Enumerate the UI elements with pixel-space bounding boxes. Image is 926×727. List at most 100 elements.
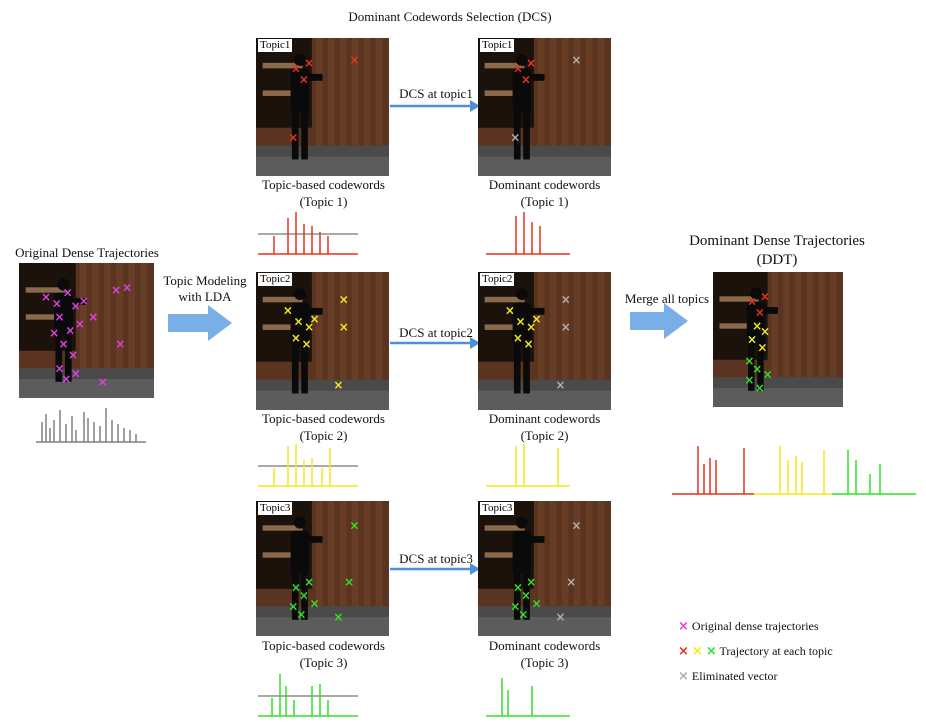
svg-text:×: × [98,375,108,389]
svg-text:×: × [49,326,59,340]
topic1-panel: ××××× Topic1 [256,38,389,176]
ddt-title-line1: Dominant Dense Trajectories [689,233,865,249]
lda-label: Topic Modeling with LDA [155,273,255,305]
svg-text:×: × [521,72,531,86]
svg-text:×: × [524,337,534,351]
ddt-histogram [672,446,916,495]
topic3-dominant-sub: (Topic 3) [520,655,569,670]
legend-red-marker-icon: × [678,644,689,659]
topic2-codewords-title: Topic-based codewords [262,411,385,426]
svg-text:×: × [54,361,64,375]
svg-text:×: × [296,607,306,621]
original-histogram [36,408,146,443]
topic1-dominant-sub: (Topic 1) [520,194,569,209]
dcs3-label: DCS at topic3 [399,551,473,566]
dcs1-arrow [390,100,480,112]
topic2-panel: ××××××××× Topic2 [256,272,389,410]
lda-arrow [168,305,232,341]
topic2-codewords-histogram [258,444,358,487]
svg-text:×: × [291,61,301,75]
svg-text:×: × [555,610,565,624]
svg-text:×: × [752,362,762,376]
svg-text:×: × [309,312,319,326]
svg-text:×: × [115,337,125,351]
svg-text:×: × [561,320,571,334]
svg-text:×: × [299,72,309,86]
svg-text:×: × [304,56,314,70]
legend-topic: × × × Trajectory at each topic [678,643,833,660]
topic3-dominant-label: Dominant codewords (Topic 3) [462,637,627,671]
topic3-dominant-histogram [486,678,570,717]
svg-text:×: × [510,599,520,613]
merge-arrow [630,303,688,339]
topic2-dominant-panel: ××××××××× Topic2 [478,272,611,410]
svg-text:×: × [521,589,531,603]
svg-text:×: × [349,518,359,532]
svg-text:×: × [526,320,536,334]
svg-text:×: × [71,367,81,381]
svg-text:×: × [513,331,523,345]
svg-text:×: × [283,304,293,318]
svg-text:×: × [339,293,349,307]
topic1-codewords-title: Topic-based codewords [262,177,385,192]
svg-text:×: × [744,373,754,387]
lda-label-line1: Topic Modeling [163,273,247,288]
topic2-dominant-title: Dominant codewords [488,411,601,426]
topic2-dominant-label: Dominant codewords (Topic 2) [462,410,627,444]
topic1-dominant-histogram [486,212,570,255]
svg-text:×: × [294,315,304,329]
svg-text:×: × [526,56,536,70]
svg-text:×: × [59,337,69,351]
topic1-dominant-tag: Topic1 [480,39,515,52]
topic2-dominant-histogram [486,444,570,487]
topic3-panel: ××××××××× Topic3 [256,501,389,636]
original-image: ××××××××××××××××××× [19,263,154,398]
svg-text:×: × [505,304,515,318]
legend-eliminated-text: Eliminated vector [691,669,778,683]
topic2-tag: Topic2 [258,273,293,286]
topic2-codewords-label: Topic-based codewords (Topic 2) [236,410,411,444]
topic2-dominant-sub: (Topic 2) [520,428,569,443]
topic3-codewords-sub: (Topic 3) [299,655,348,670]
legend-green-marker-icon: × [705,644,717,659]
topic1-codewords-label: Topic-based codewords (Topic 1) [236,176,411,210]
svg-text:×: × [122,280,132,294]
topic2-codewords-sub: (Topic 2) [299,428,348,443]
svg-text:×: × [291,580,301,594]
svg-text:×: × [571,518,581,532]
dcs2-label: DCS at topic2 [399,325,473,340]
legend-original-marker-icon: × [678,619,689,634]
svg-text:×: × [61,372,71,386]
legend-topic-text: Trajectory at each topic [719,644,833,658]
svg-text:×: × [304,320,314,334]
diagram-title: Dominant Codewords Selection (DCS) [348,9,552,24]
svg-text:×: × [71,299,81,313]
svg-text:×: × [333,610,343,624]
svg-text:×: × [531,597,541,611]
legend-yellow-marker-icon: × [691,644,703,659]
legend-original-text: Original dense trajectories [691,619,819,633]
svg-text:×: × [571,53,581,67]
svg-text:×: × [68,348,78,362]
topic1-codewords-histogram [258,212,358,255]
legend-eliminated-marker-icon: × [678,669,689,684]
topic1-codewords-sub: (Topic 1) [299,194,348,209]
topic3-codewords-histogram [258,674,358,717]
ddt-title: Dominant Dense Trajectories (DDT) [672,232,882,270]
svg-text:×: × [54,310,64,324]
svg-text:×: × [513,61,523,75]
svg-text:×: × [757,341,767,355]
svg-text:×: × [760,324,770,338]
ddt-panel: ×××××××××××× [713,272,843,407]
topic3-dominant-tag: Topic3 [480,502,515,515]
svg-text:×: × [744,354,754,368]
svg-text:×: × [304,575,314,589]
svg-text:×: × [760,289,770,303]
svg-text:×: × [333,378,343,392]
svg-text:×: × [65,324,75,338]
svg-text:×: × [339,320,349,334]
merge-label: Merge all topics [624,291,710,306]
topic3-codewords-title: Topic-based codewords [262,638,385,653]
svg-text:×: × [63,286,73,300]
svg-text:×: × [561,293,571,307]
